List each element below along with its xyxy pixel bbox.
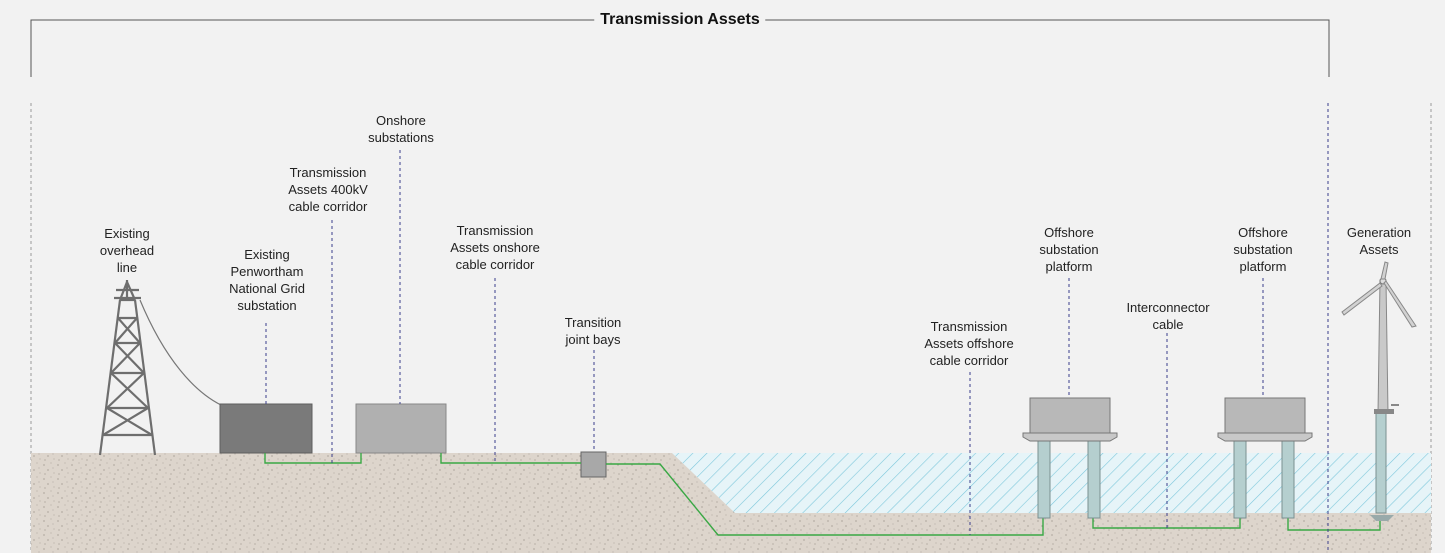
label-400kv-cable-corridor: Transmission Assets 400kV cable corridor xyxy=(288,165,368,214)
cable-route-offshore xyxy=(606,463,1044,536)
penwortham-substation-block xyxy=(219,403,313,454)
leader-lines xyxy=(265,103,1329,553)
transition-joint-bay-block xyxy=(580,451,607,478)
label-generation-assets: Generation Assets xyxy=(1346,225,1412,257)
transmission-tower-icon xyxy=(98,280,157,456)
label-offshore-platform-1: Offshore substation platform xyxy=(1039,225,1099,274)
cable-route xyxy=(264,453,362,464)
label-penwortham-substation: Existing Penwortham National Grid substa… xyxy=(229,247,305,313)
label-existing-overhead-line: Existing overhead line xyxy=(99,226,155,275)
label-transition-joint-bays: Transition joint bays xyxy=(564,315,622,347)
wind-turbine-icon xyxy=(1341,261,1417,521)
diagram-title: Transmission Assets xyxy=(594,11,766,29)
overhead-wire xyxy=(139,299,222,406)
label-onshore-cable-corridor: Transmission Assets onshore cable corrid… xyxy=(450,223,540,272)
offshore-platform-2-icon xyxy=(1217,397,1313,519)
offshore-platform-1-icon xyxy=(1022,397,1118,519)
onshore-substation-block xyxy=(355,403,447,454)
label-offshore-platform-2: Offshore substation platform xyxy=(1233,225,1293,274)
label-offshore-cable-corridor: Transmission Assets offshore cable corri… xyxy=(924,319,1014,368)
turbine-cable-route xyxy=(1287,518,1381,531)
sea-area xyxy=(672,453,1431,513)
label-interconnector-cable: Interconnector cable xyxy=(1126,300,1210,332)
cable-route-onshore xyxy=(440,453,581,464)
label-onshore-substations: Onshore substations xyxy=(368,113,434,145)
